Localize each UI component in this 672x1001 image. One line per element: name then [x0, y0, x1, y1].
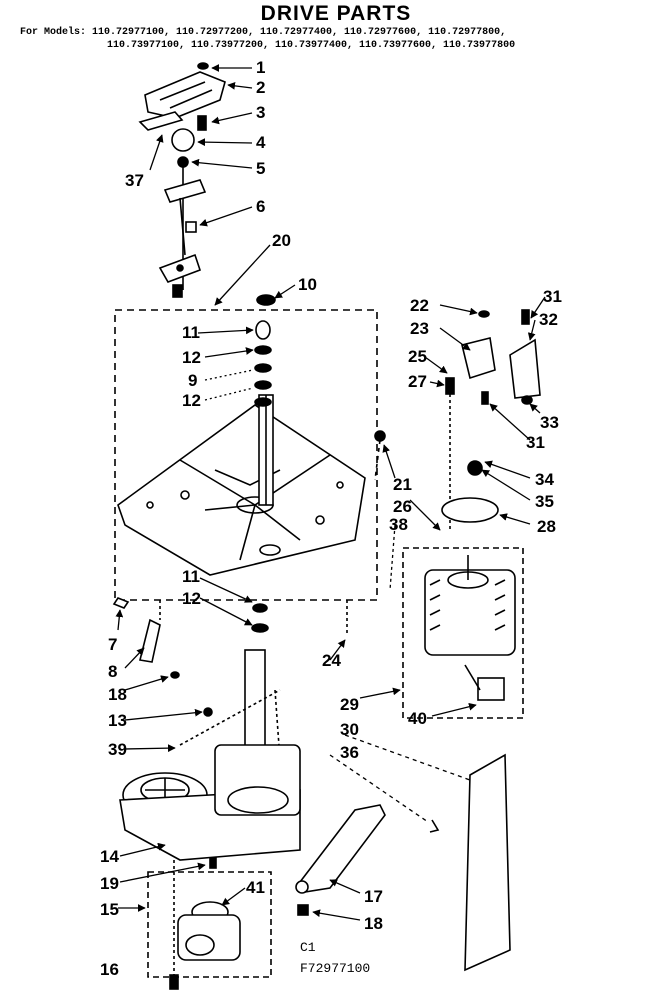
callout-38: 38 — [389, 515, 408, 534]
footer-code-1: C1 — [300, 940, 316, 955]
callout-26: 26 — [393, 497, 412, 516]
pump-box — [147, 871, 272, 978]
callout-16: 16 — [100, 960, 119, 979]
part-ball-and-shaft — [158, 115, 207, 298]
callout-29: 29 — [340, 695, 359, 714]
callout-41: 41 — [246, 878, 265, 897]
callout-11: 11 — [182, 323, 200, 342]
models-line-2: 110.73977100, 110.73977200, 110.73977400… — [107, 40, 516, 51]
part-motor-bracket — [441, 309, 541, 530]
part-motor — [424, 555, 516, 701]
callout-31: 31 — [526, 433, 545, 452]
callout-3: 3 — [256, 103, 265, 122]
callout-21: 21 — [393, 475, 412, 494]
callout-13: 13 — [108, 711, 127, 730]
callout-20: 20 — [272, 231, 291, 250]
callout-1: 1 — [256, 58, 265, 77]
part-center-shaft — [251, 294, 276, 633]
part-access-panel — [429, 753, 511, 972]
callout-5: 5 — [256, 159, 265, 178]
footer-code-2: F72977100 — [300, 961, 370, 976]
callout-37: 37 — [125, 171, 144, 190]
part-base-plate — [117, 404, 366, 576]
callout-32: 32 — [539, 310, 558, 329]
models-line-1: For Models: 110.72977100, 110.72977200, … — [20, 27, 507, 38]
part-pump — [169, 860, 241, 990]
callout-17: 17 — [364, 887, 383, 906]
callout-25: 25 — [408, 347, 427, 366]
callout-24: 24 — [322, 651, 341, 670]
callout-35: 35 — [535, 492, 554, 511]
callout-11: 11 — [182, 567, 200, 586]
part-nut-21 — [374, 430, 386, 442]
callout-19: 19 — [100, 874, 119, 893]
callout-12: 12 — [182, 348, 201, 367]
callout-33: 33 — [540, 413, 559, 432]
callout-2: 2 — [256, 78, 265, 97]
callout-10: 10 — [298, 275, 317, 294]
diagram-title: DRIVE PARTS — [260, 2, 412, 25]
callout-31: 31 — [543, 287, 562, 306]
callout-28: 28 — [537, 517, 556, 536]
callout-12: 12 — [182, 589, 201, 608]
callout-18: 18 — [108, 685, 127, 704]
callout-15: 15 — [100, 900, 119, 919]
callout-18: 18 — [364, 914, 383, 933]
callout-22: 22 — [410, 296, 429, 315]
callout-23: 23 — [410, 319, 429, 338]
part-clip-7-8 — [112, 597, 348, 679]
callout-39: 39 — [108, 740, 127, 759]
part-top-bracket — [138, 62, 226, 131]
callout-30: 30 — [340, 720, 359, 739]
callout-14: 14 — [100, 847, 119, 866]
callout-27: 27 — [408, 372, 427, 391]
callout-7: 7 — [108, 635, 117, 654]
callout-4: 4 — [256, 133, 266, 152]
callout-8: 8 — [108, 662, 117, 681]
callout-40: 40 — [408, 709, 427, 728]
callout-36: 36 — [340, 743, 359, 762]
callout-6: 6 — [256, 197, 265, 216]
motor-box — [402, 547, 524, 719]
callout-12: 12 — [182, 391, 201, 410]
part-pump-and-transmission — [119, 649, 301, 869]
part-strap — [295, 804, 386, 916]
callout-34: 34 — [535, 470, 554, 489]
callout-9: 9 — [188, 371, 197, 390]
